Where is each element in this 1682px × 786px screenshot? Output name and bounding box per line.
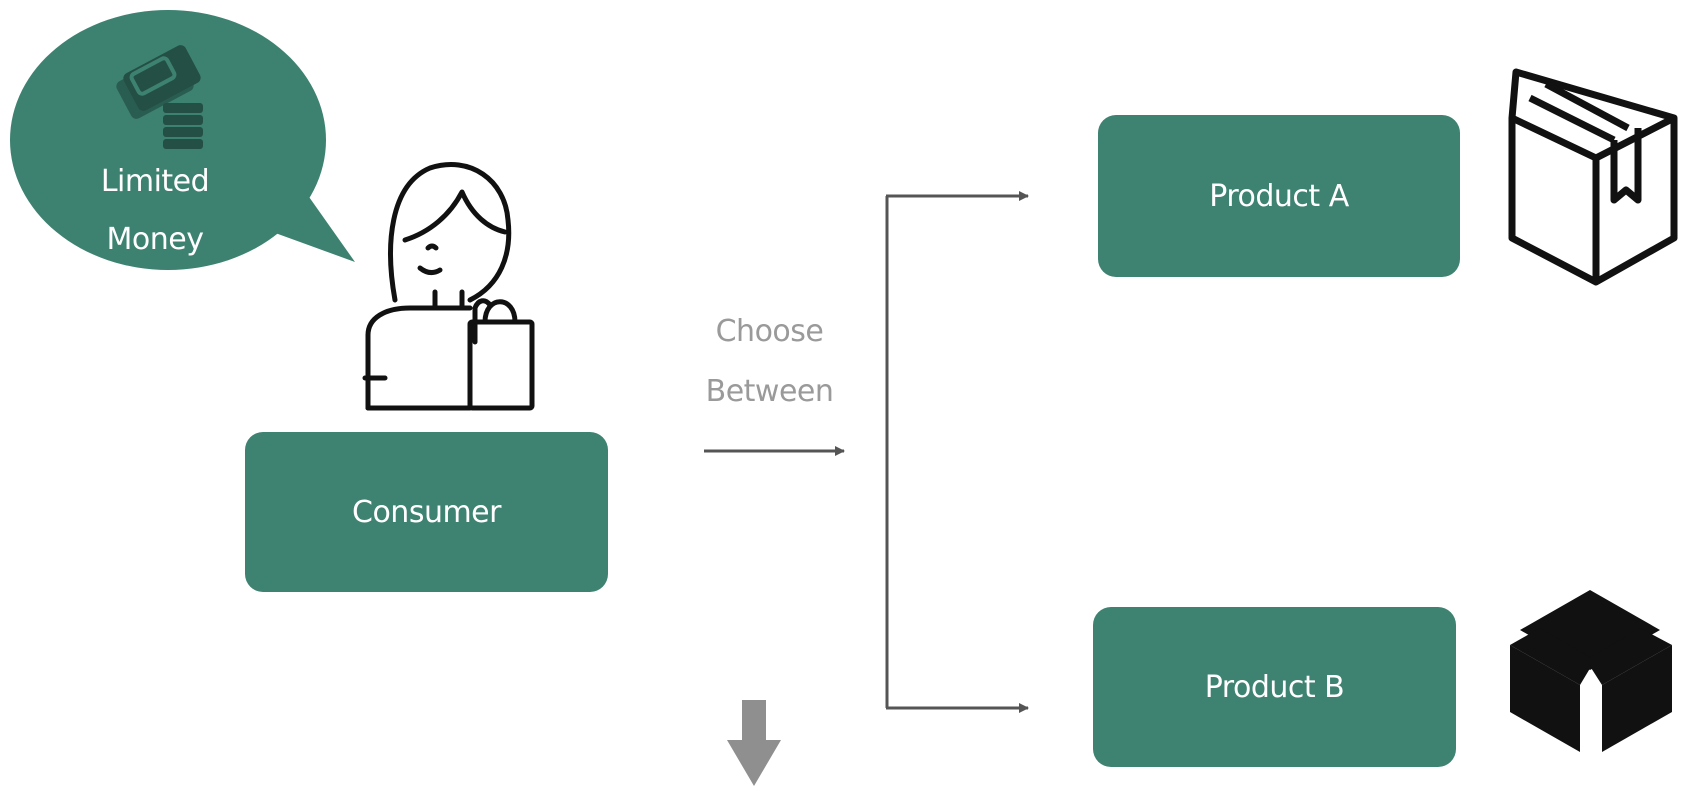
consumer-box: Consumer	[245, 432, 608, 592]
speech-bubble-line-1: Limited	[100, 164, 210, 199]
choose-label-line-1: Choose	[715, 314, 824, 349]
down-arrow-icon	[727, 700, 781, 786]
product-b-box: Product B	[1093, 607, 1456, 767]
product-a-box: Product A	[1098, 115, 1460, 277]
outline-box-icon	[1508, 68, 1678, 286]
speech-bubble-line-2: Money	[106, 222, 204, 257]
consumer-label: Consumer	[352, 494, 501, 530]
shopper-person-icon	[362, 162, 535, 411]
solid-box-icon	[1510, 590, 1672, 752]
choose-label-line-2: Between	[705, 374, 834, 409]
product-a-label: Product A	[1209, 178, 1349, 214]
money-stack-icon	[116, 45, 203, 149]
choose-between-label: Choose Between	[682, 302, 857, 422]
speech-bubble-text: Limited Money	[55, 153, 255, 269]
product-b-label: Product B	[1204, 669, 1345, 705]
